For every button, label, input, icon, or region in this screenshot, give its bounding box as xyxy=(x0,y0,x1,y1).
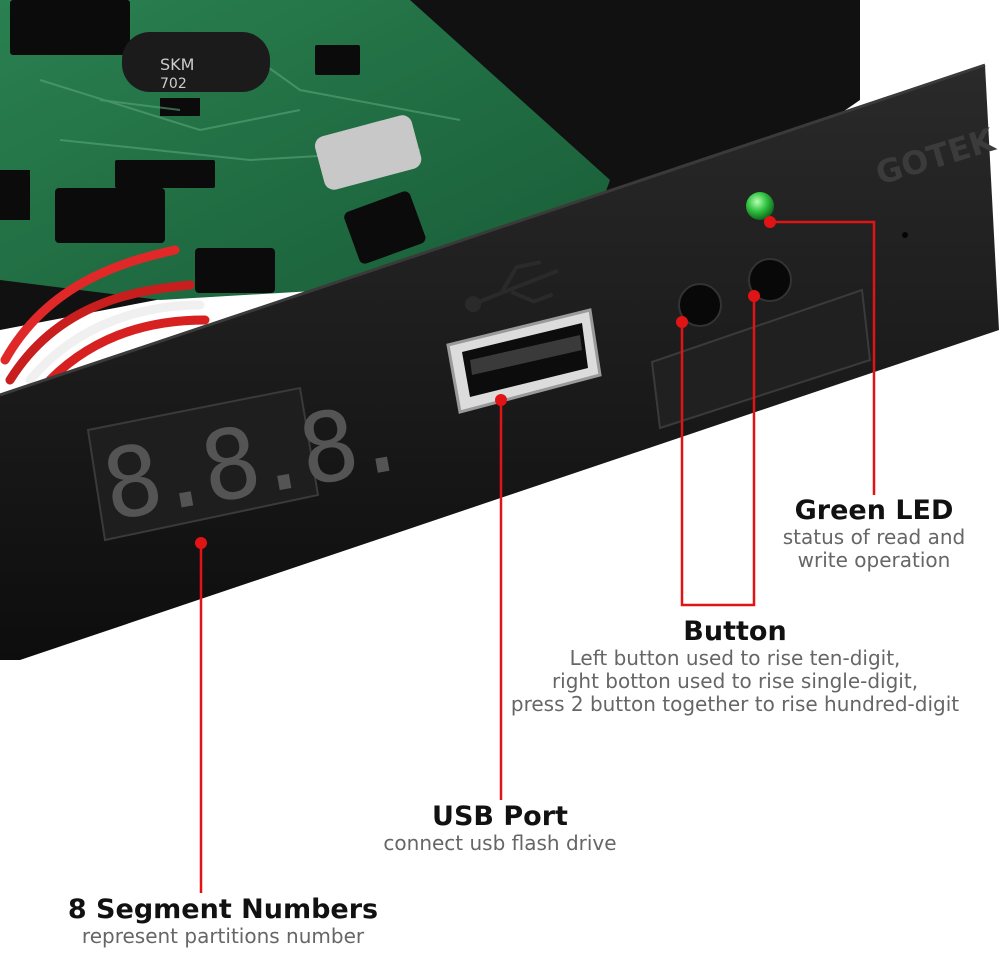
usb-callout-title: USB Port xyxy=(432,801,568,832)
left-button[interactable] xyxy=(678,283,722,327)
usb-callout-desc: connect usb flash drive xyxy=(383,831,617,855)
svg-text:702: 702 xyxy=(160,76,187,92)
callout-lines xyxy=(199,220,876,893)
segment-callout: 8 Segment Numbers represent partitions n… xyxy=(50,895,396,948)
svg-text:SKM: SKM xyxy=(160,55,194,74)
button-callout-line xyxy=(680,296,756,607)
led-callout-line xyxy=(770,220,876,495)
wires xyxy=(0,245,210,385)
bezel-edge xyxy=(0,63,986,397)
button-callout-desc-3: press 2 button together to rise hundred-… xyxy=(510,692,960,716)
usb-icon xyxy=(465,260,559,313)
card-slot-cover xyxy=(650,288,872,430)
button-callout-desc-1: Left button used to rise ten-digit, xyxy=(569,646,901,670)
usb-callout: USB Port connect usb flash drive xyxy=(362,802,638,855)
segment-callout-desc: represent partitions number xyxy=(81,924,365,948)
led-callout-desc-1: status of read and xyxy=(782,525,966,549)
green-led xyxy=(746,192,774,220)
button-callout: Button Left button used to rise ten-digi… xyxy=(500,617,970,716)
usb-port[interactable] xyxy=(446,308,602,414)
button-callout-desc-2: right botton used to rise single-digit, xyxy=(551,669,919,693)
pcb-components xyxy=(0,0,426,293)
segment-callout-title: 8 Segment Numbers xyxy=(67,894,379,925)
led-callout: Green LED status of read and write opera… xyxy=(766,496,982,572)
right-button[interactable] xyxy=(748,258,792,302)
crystal-oscillator xyxy=(314,115,422,190)
callout-dots xyxy=(195,216,776,549)
capacitor: SKM 702 xyxy=(122,32,270,92)
small-hole xyxy=(902,232,908,238)
led-callout-desc-2: write operation xyxy=(797,548,951,572)
led-callout-title: Green LED xyxy=(794,495,954,526)
button-callout-title: Button xyxy=(683,616,787,647)
